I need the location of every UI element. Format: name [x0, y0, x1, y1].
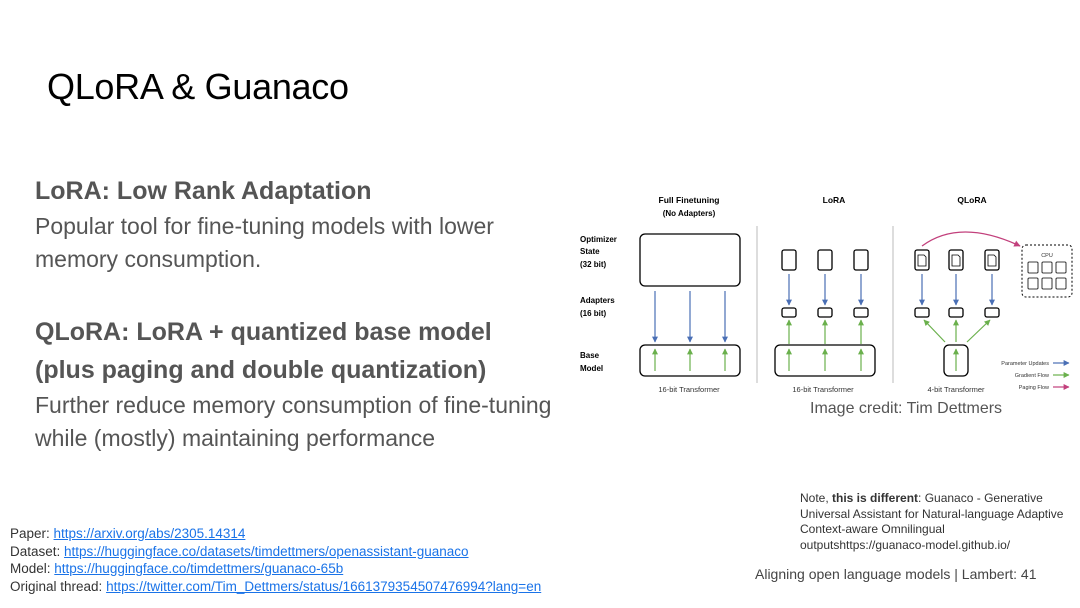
row-label-base: Base — [580, 351, 600, 360]
row-label-adapters: Adapters — [580, 296, 615, 305]
reference-links: Paper: https://arxiv.org/abs/2305.14314 … — [10, 525, 541, 595]
col-header-qlora: QLoRA — [957, 195, 986, 205]
note-prefix: Note, — [800, 491, 833, 505]
dataset-link-row: Dataset: https://huggingface.co/datasets… — [10, 543, 541, 561]
row-label-optimizer-bits: (32 bit) — [580, 260, 607, 269]
qlora-description: Further reduce memory consumption of fin… — [35, 392, 552, 451]
bottom-label-full: 16-bit Transformer — [658, 385, 720, 394]
note-body: : Guanaco - Generative Universal Assista… — [800, 491, 1064, 552]
thread-link[interactable]: https://twitter.com/Tim_Dettmers/status/… — [106, 578, 542, 594]
row-label-base-model: Model — [580, 364, 603, 373]
paging-arrow — [921, 231, 1021, 247]
row-label-optimizer: Optimizer — [580, 235, 617, 244]
col-header-full-sub: (No Adapters) — [663, 209, 716, 218]
guanaco-note: Note, this is different: Guanaco - Gener… — [800, 491, 1070, 553]
bottom-label-qlora: 4-bit Transformer — [927, 385, 985, 394]
thread-label: Original thread: — [10, 578, 107, 594]
cpu-label: CPU — [1041, 253, 1053, 259]
paper-link-row: Paper: https://arxiv.org/abs/2305.14314 — [10, 525, 541, 543]
lora-heading: LoRA: Low Rank Adaptation — [35, 177, 372, 205]
legend-paging-flow: Paging Flow — [1019, 385, 1049, 391]
thread-link-row: Original thread: https://twitter.com/Tim… — [10, 578, 541, 596]
slide-title: QLoRA & Guanaco — [47, 66, 349, 107]
legend-parameter-updates: Parameter Updates — [1001, 361, 1049, 367]
paper-link[interactable]: https://arxiv.org/abs/2305.14314 — [53, 526, 246, 541]
col-header-lora: LoRA — [823, 195, 846, 205]
model-link[interactable]: https://huggingface.co/timdettmers/guana… — [54, 561, 344, 576]
row-label-adapters-bits: (16 bit) — [580, 309, 607, 318]
slide-footer: Aligning open language models | Lambert:… — [755, 566, 1037, 582]
model-label: Model: — [10, 561, 55, 576]
legend-gradient-flow: Gradient Flow — [1015, 373, 1049, 379]
dataset-label: Dataset: — [10, 543, 65, 559]
row-label-optimizer-state: State — [580, 247, 600, 256]
note-emphasis: this is different — [832, 491, 919, 505]
qlora-heading: QLoRA: LoRA + quantized base model (plus… — [35, 318, 492, 384]
bottom-label-lora: 16-bit Transformer — [792, 385, 854, 394]
col-header-full: Full Finetuning — [659, 195, 720, 205]
paper-label: Paper: — [10, 526, 54, 541]
lora-description: Popular tool for fine-tuning models with… — [35, 213, 494, 272]
qlora-comparison-diagram: Full Finetuning (No Adapters) LoRA QLoRA… — [580, 195, 1073, 394]
image-credit: Image credit: Tim Dettmers — [810, 400, 1003, 417]
model-link-row: Model: https://huggingface.co/timdettmer… — [10, 560, 541, 578]
optimizer-state-block — [639, 233, 741, 287]
dataset-link[interactable]: https://huggingface.co/datasets/timdettm… — [64, 543, 469, 559]
